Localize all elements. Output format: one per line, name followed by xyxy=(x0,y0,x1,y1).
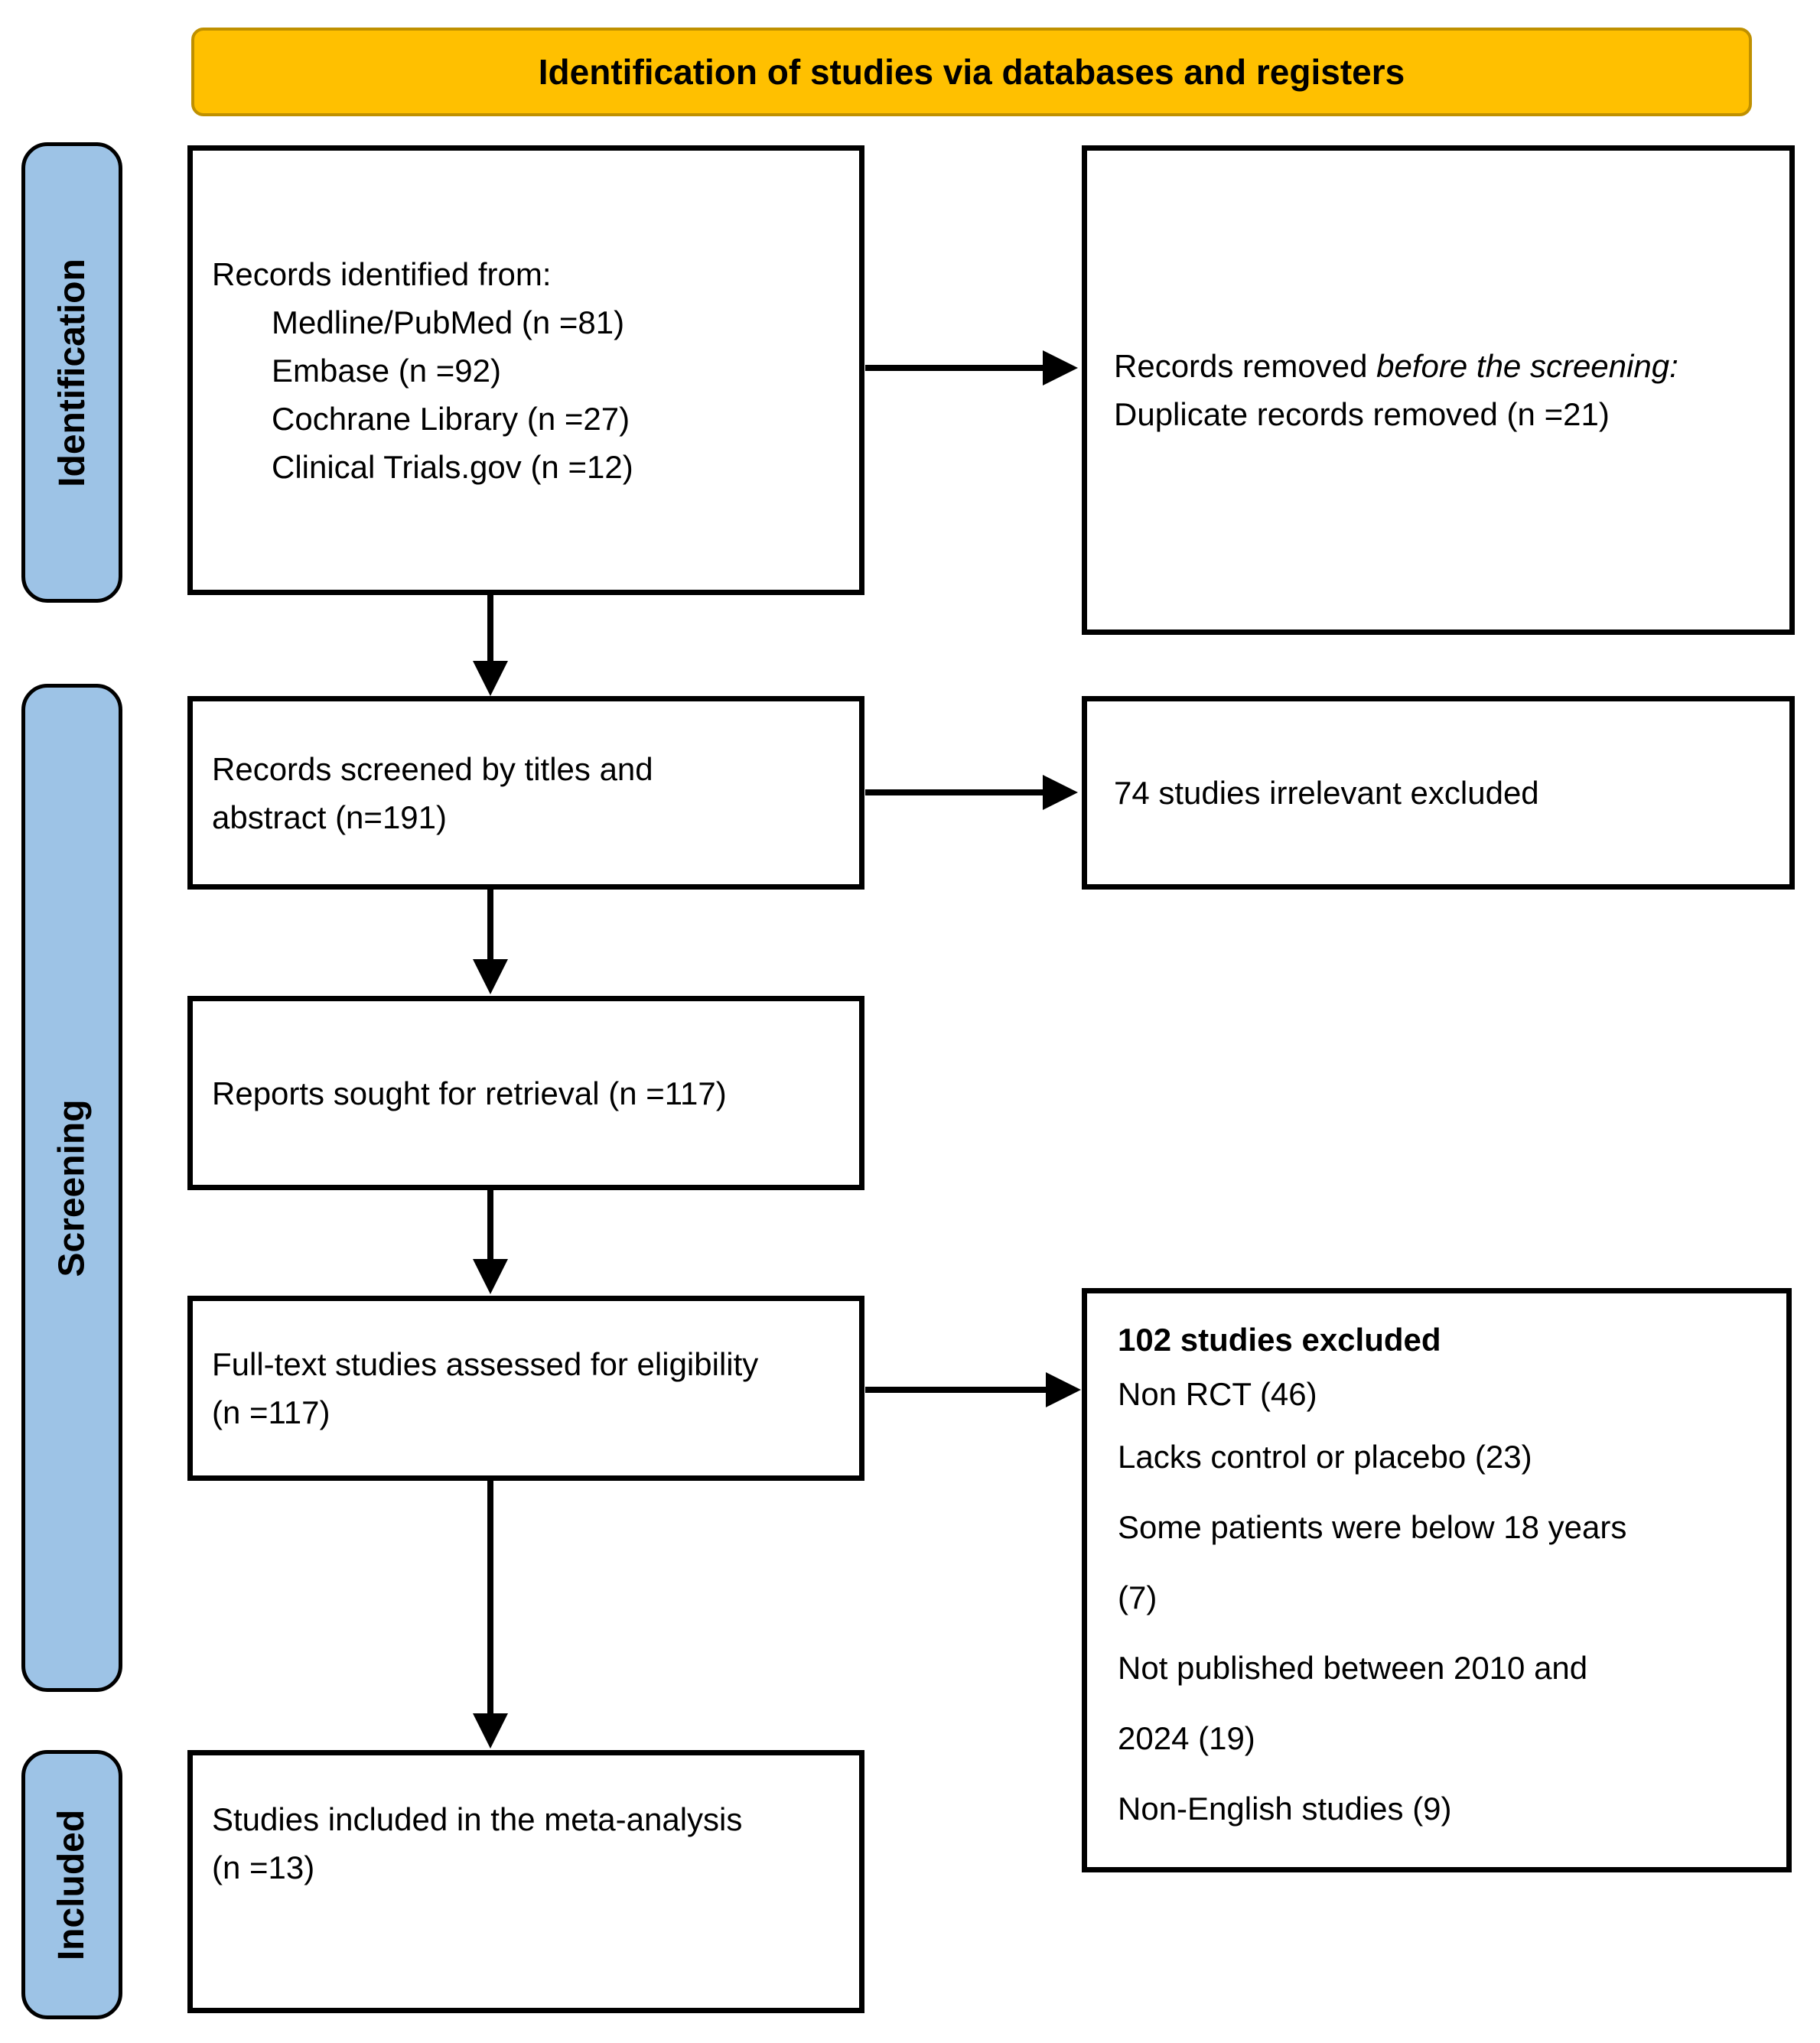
records-identified-source: Embase (n =92) xyxy=(272,352,501,389)
arrow-fulltext-to-excluded-head xyxy=(1046,1372,1081,1407)
records-removed-line2: Duplicate records removed (n =21) xyxy=(1114,396,1610,432)
stage-included-label: Included xyxy=(51,1809,93,1960)
records-removed-italic: before the screening xyxy=(1376,348,1670,384)
box-studies-excluded: 102 studies excluded Non RCT (46) Lacks … xyxy=(1082,1288,1792,1872)
arrow-identified-to-screened-line xyxy=(487,595,493,665)
arrow-fulltext-to-included-line xyxy=(487,1481,493,1718)
records-screened-text: Records screened by titles and abstract … xyxy=(212,750,653,835)
arrow-identified-to-removed-head xyxy=(1043,350,1078,386)
arrow-screened-to-sought-line xyxy=(487,890,493,963)
title-banner: Identification of studies via databases … xyxy=(191,28,1752,116)
stage-identification-label: Identification xyxy=(51,258,93,487)
arrow-sought-to-fulltext-head xyxy=(473,1259,508,1294)
studies-excluded-reason: Not published between 2010 and 2024 (19) xyxy=(1118,1650,1588,1756)
records-removed-line1: Records removed before the screening: xyxy=(1114,342,1726,390)
box-reports-sought: Reports sought for retrieval (n =117) xyxy=(187,996,864,1190)
box-irrelevant-excluded: 74 studies irrelevant excluded xyxy=(1082,696,1795,890)
reports-sought-text: Reports sought for retrieval (n =117) xyxy=(212,1075,727,1111)
arrow-fulltext-to-excluded-line xyxy=(865,1387,1050,1393)
stage-screening: Screening xyxy=(21,684,122,1692)
records-identified-source: Clinical Trials.gov (n =12) xyxy=(272,448,633,485)
stage-included: Included xyxy=(21,1750,122,2019)
studies-excluded-reason: Lacks control or placebo (23) xyxy=(1118,1439,1532,1475)
records-identified-source: Cochrane Library (n =27) xyxy=(272,400,630,437)
studies-excluded-reason: Non RCT (46) xyxy=(1118,1376,1317,1412)
box-records-identified: Records identified from: Medline/PubMed … xyxy=(187,145,864,595)
arrow-identified-to-removed-line xyxy=(865,365,1047,371)
records-removed-suffix: : xyxy=(1669,348,1678,384)
studies-included-text: Studies included in the meta-analysis (n… xyxy=(212,1801,743,1885)
arrow-identified-to-screened-head xyxy=(473,661,508,696)
studies-excluded-reason: Non-English studies (9) xyxy=(1118,1791,1452,1827)
records-identified-source: Medline/PubMed (n =81) xyxy=(272,304,625,340)
arrow-fulltext-to-included-head xyxy=(473,1713,508,1749)
box-studies-included: Studies included in the meta-analysis (n… xyxy=(187,1750,864,2013)
stage-screening-label: Screening xyxy=(51,1098,93,1277)
studies-excluded-title: 102 studies excluded xyxy=(1118,1322,1441,1358)
box-records-removed: Records removed before the screening: Du… xyxy=(1082,145,1795,635)
box-fulltext-assessed: Full-text studies assessed for eligibili… xyxy=(187,1296,864,1481)
arrow-screened-to-irrelevant-line xyxy=(865,789,1047,795)
stage-identification: Identification xyxy=(21,142,122,603)
irrelevant-excluded-text: 74 studies irrelevant excluded xyxy=(1114,775,1539,811)
studies-excluded-reason: Some patients were below 18 years (7) xyxy=(1118,1509,1627,1615)
records-removed-prefix: Records removed xyxy=(1114,348,1377,384)
arrow-sought-to-fulltext-line xyxy=(487,1190,493,1263)
records-identified-intro: Records identified from: xyxy=(212,255,552,292)
diagram-title: Identification of studies via databases … xyxy=(538,52,1405,92)
fulltext-assessed-text: Full-text studies assessed for eligibili… xyxy=(212,1346,759,1430)
box-records-screened: Records screened by titles and abstract … xyxy=(187,696,864,890)
arrow-screened-to-irrelevant-head xyxy=(1043,775,1078,810)
arrow-screened-to-sought-head xyxy=(473,959,508,994)
